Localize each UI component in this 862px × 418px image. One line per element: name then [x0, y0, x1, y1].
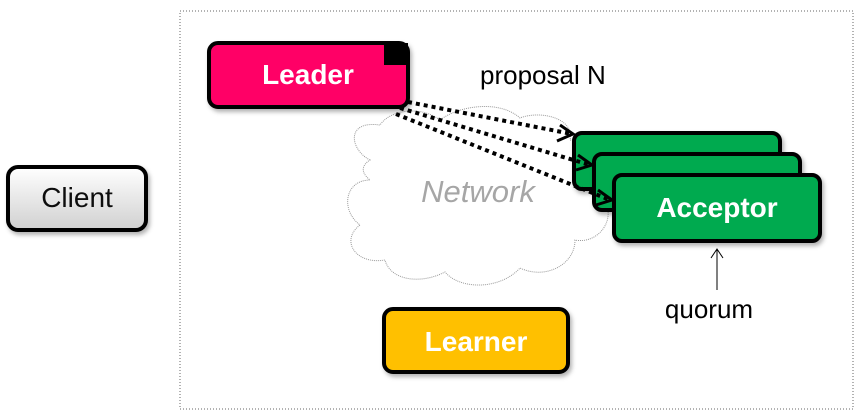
network-cloud: Network — [347, 106, 609, 286]
proposal-arrow-3 — [395, 112, 611, 202]
learner-label: Learner — [425, 326, 528, 357]
acceptor-label: Acceptor — [656, 192, 777, 223]
proposal-arrow-1 — [407, 100, 573, 136]
arrowhead-icon — [575, 153, 596, 172]
leader-node: Leader — [207, 41, 410, 109]
system-boundary — [179, 10, 854, 410]
arrowheads — [556, 123, 616, 207]
quorum-arrow — [710, 248, 724, 290]
acceptor-stack: Acceptor — [572, 131, 822, 243]
learner-node: Learner — [382, 307, 570, 374]
leader-corner-marker — [384, 43, 408, 65]
acceptor-node-front — [612, 173, 822, 243]
proposal-label: proposal N — [480, 60, 606, 90]
leader-label: Leader — [262, 59, 354, 90]
network-label: Network — [421, 174, 536, 209]
proposal-arrows — [395, 100, 611, 202]
client-node: Client — [6, 165, 148, 232]
client-label: Client — [41, 182, 113, 213]
arrowhead-icon — [556, 123, 577, 143]
arrowhead-icon — [595, 188, 616, 207]
proposal-arrow-2 — [399, 106, 591, 167]
quorum-label: quorum — [665, 294, 753, 324]
